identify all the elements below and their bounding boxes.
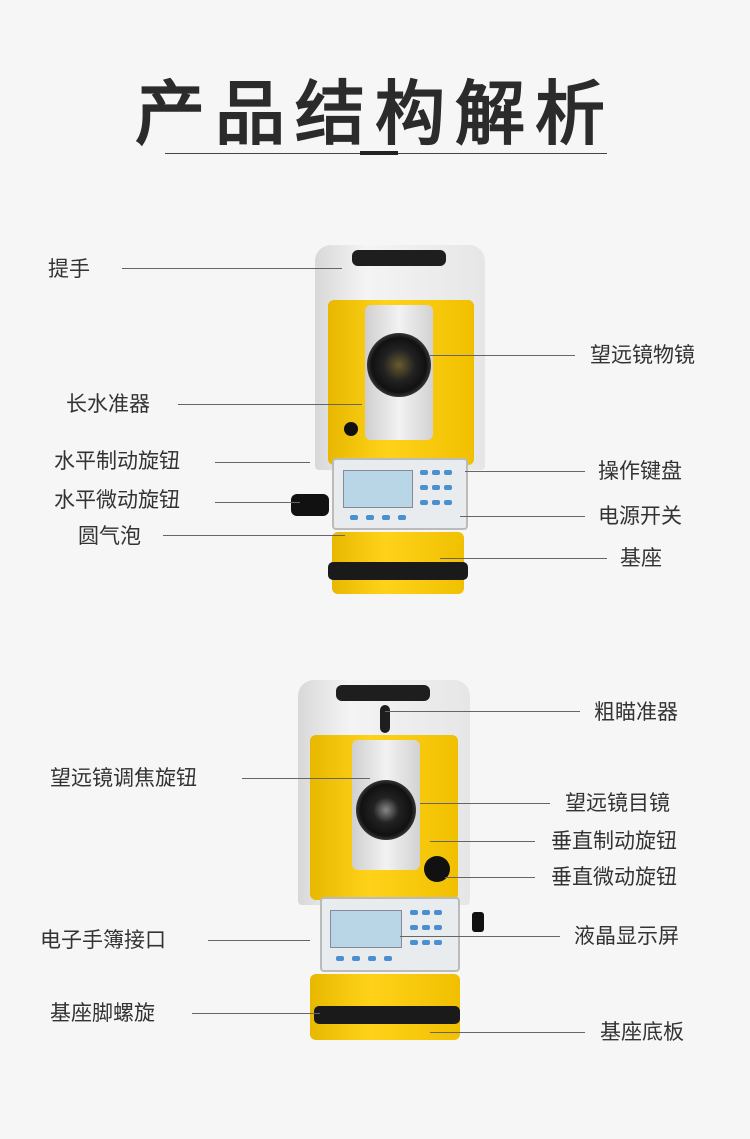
keypad-key [336, 956, 344, 961]
label-vertical-clamp: 垂直制动旋钮 [551, 829, 677, 853]
keypad-key [444, 500, 452, 505]
leader-line [440, 558, 607, 559]
keypad-key [420, 485, 428, 490]
leveling-screws [314, 1006, 460, 1024]
eyepiece [356, 780, 416, 840]
label-objective-lens: 望远镜物镜 [590, 343, 695, 367]
label-vertical-tangent: 垂直微动旋钮 [551, 865, 677, 889]
keypad-key [432, 470, 440, 475]
label-eyepiece: 望远镜目镜 [565, 791, 670, 815]
sight [380, 705, 390, 733]
page-title: 产品结构解析 [135, 73, 615, 155]
keypad-key [352, 956, 360, 961]
leader-line [178, 404, 362, 405]
keypad-key [368, 956, 376, 961]
keypad-key [434, 940, 442, 945]
horizontal-tangent-knob [291, 494, 329, 516]
keypad-key [444, 470, 452, 475]
leader-line [163, 535, 345, 536]
label-sight: 粗瞄准器 [594, 700, 678, 724]
leader-line [385, 711, 580, 712]
keypad-key [422, 940, 430, 945]
leader-line [192, 1013, 320, 1014]
label-focus-knob: 望远镜调焦旋钮 [50, 766, 197, 790]
label-foot-screw: 基座脚螺旋 [50, 1001, 155, 1025]
keypad-key [434, 910, 442, 915]
keypad-key [410, 910, 418, 915]
leader-line [460, 516, 585, 517]
keypad-key [366, 515, 374, 520]
leader-line [208, 940, 310, 941]
keypad-key [432, 485, 440, 490]
keypad-key [420, 500, 428, 505]
handle [336, 685, 430, 701]
keypad-key [444, 485, 452, 490]
handle [352, 250, 446, 266]
keypad-key [420, 470, 428, 475]
label-handle: 提手 [48, 257, 90, 281]
keypad-key [398, 515, 406, 520]
leader-line [215, 462, 310, 463]
vertical-tangent-knob [424, 856, 450, 882]
leveling-screws [328, 562, 468, 580]
leader-line [122, 268, 342, 269]
keypad-key [434, 925, 442, 930]
keypad-key [422, 925, 430, 930]
label-horizontal-tangent: 水平微动旋钮 [54, 488, 180, 512]
label-keyboard: 操作键盘 [598, 459, 682, 483]
keypad-key [410, 925, 418, 930]
label-base-plate: 基座底板 [600, 1020, 684, 1044]
label-plate-level: 长水准器 [66, 392, 150, 416]
keypad-key [410, 940, 418, 945]
lcd [343, 470, 413, 508]
leader-line [445, 877, 535, 878]
keypad-key [382, 515, 390, 520]
leader-line [430, 1032, 585, 1033]
keypad-key [350, 515, 358, 520]
leader-line [215, 502, 300, 503]
title-underline-accent [360, 151, 398, 155]
keypad-key [384, 956, 392, 961]
leader-line [242, 778, 370, 779]
keypad-key [432, 500, 440, 505]
leader-line [430, 841, 535, 842]
knob [472, 912, 484, 932]
knob [344, 422, 358, 436]
label-base: 基座 [620, 546, 662, 570]
leader-line [400, 936, 560, 937]
leader-line [430, 355, 575, 356]
label-lcd: 液晶显示屏 [574, 924, 679, 948]
lcd [330, 910, 402, 948]
keypad-key [422, 910, 430, 915]
label-data-port: 电子手簿接口 [40, 928, 166, 952]
leader-line [420, 803, 550, 804]
label-circular-bubble: 圆气泡 [78, 524, 141, 548]
leader-line [465, 471, 585, 472]
label-horizontal-clamp: 水平制动旋钮 [54, 449, 180, 473]
objective-lens [367, 333, 431, 397]
label-power-switch: 电源开关 [598, 504, 682, 528]
